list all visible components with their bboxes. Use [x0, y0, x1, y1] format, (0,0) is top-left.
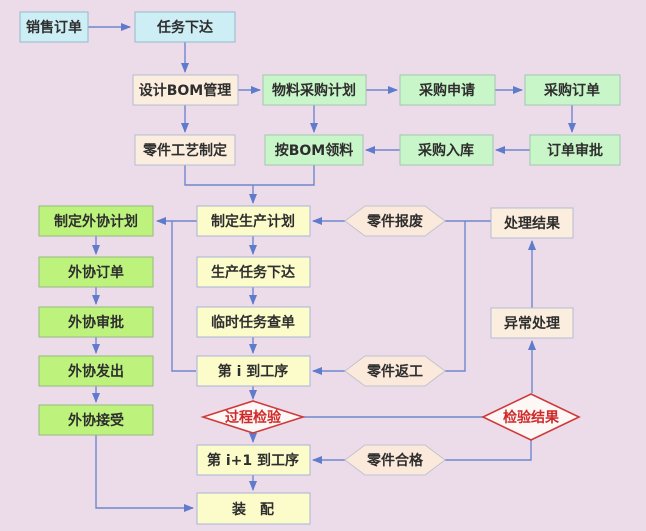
node-outsourcing-dispatch: 外协发出 [38, 355, 154, 387]
node-label: 检验结果 [503, 409, 560, 426]
node-part-rework: 零件返工 [344, 355, 446, 387]
edge-accept-to-assembly [95, 435, 194, 512]
node-label: 任务下达 [156, 19, 213, 36]
edge-result-to-qualified [445, 440, 532, 461]
node-outsourcing-approval: 外协审批 [38, 306, 154, 338]
node-purchase-inbound: 采购入库 [399, 134, 494, 166]
node-label: 过程检验 [225, 409, 282, 426]
node-label: 外协发出 [68, 363, 124, 380]
node-part-process-plan: 零件工艺制定 [134, 134, 236, 166]
node-label: 生产任务下达 [211, 264, 295, 281]
node-material-purchase-plan: 物料采购计划 [262, 74, 367, 106]
edge-merge-bar [184, 165, 315, 186]
connectors [88, 23, 576, 512]
node-task-release: 任务下达 [134, 11, 236, 43]
node-part-qualified: 零件合格 [344, 444, 446, 476]
node-label: 临时任务查单 [211, 314, 295, 331]
node-order-approval: 订单审批 [529, 134, 621, 166]
node-label: 零件工艺制定 [142, 142, 227, 159]
node-label: 处理结果 [503, 215, 561, 232]
node-label: 采购申请 [418, 82, 475, 99]
node-label: 异常处理 [504, 315, 560, 332]
node-label: 装 配 [231, 501, 274, 518]
node-process-i-plus-1: 第 i+1 到工序 [196, 444, 311, 476]
node-label: 第 i+1 到工序 [207, 452, 299, 469]
node-outsourcing-accept: 外协接受 [38, 404, 154, 436]
node-label: 订单审批 [547, 142, 603, 159]
node-production-task-release: 生产任务下达 [196, 256, 311, 288]
node-temp-task-query: 临时任务查单 [196, 306, 311, 338]
node-label: 采购订单 [543, 82, 600, 99]
node-handle-result: 处理结果 [490, 207, 574, 239]
node-label: 外协审批 [68, 314, 124, 331]
node-label: 零件合格 [366, 452, 424, 469]
node-outsourcing-order: 外协订单 [38, 256, 154, 288]
node-exception-handling: 异常处理 [490, 307, 574, 339]
nodes: 销售订单 任务下达 设计BOM管理 物料采购计划 采购申请 采购订单 零件工艺制… [19, 11, 621, 525]
node-label: 物料采购计划 [272, 82, 356, 99]
node-outsourcing-plan: 制定外协计划 [38, 205, 154, 237]
node-label: 第 i 到工序 [218, 363, 289, 380]
node-design-bom: 设计BOM管理 [132, 74, 239, 106]
node-production-plan: 制定生产计划 [196, 205, 311, 237]
node-inspection-result: 检验结果 [481, 393, 581, 441]
node-process-inspection: 过程检验 [200, 400, 306, 434]
node-label: 采购入库 [417, 142, 474, 159]
node-pick-by-bom: 按BOM领料 [264, 134, 364, 166]
node-label: 制定外协计划 [54, 213, 138, 230]
node-sales-order: 销售订单 [19, 11, 89, 43]
node-purchase-request: 采购申请 [399, 74, 496, 106]
node-label: 外协接受 [68, 412, 124, 429]
node-assembly: 装 配 [196, 492, 311, 525]
node-label: 设计BOM管理 [139, 82, 232, 99]
node-label: 制定生产计划 [211, 213, 295, 230]
node-label: 外协订单 [68, 264, 124, 281]
node-label: 零件报废 [366, 213, 423, 230]
node-process-i: 第 i 到工序 [196, 355, 311, 387]
edge-handleresult-to-rework [445, 221, 466, 372]
edge-processi-branch [171, 221, 196, 372]
node-label: 按BOM领料 [275, 142, 354, 159]
node-part-scrap: 零件报废 [344, 205, 446, 237]
node-purchase-order: 采购订单 [524, 74, 621, 106]
node-label: 零件返工 [366, 363, 423, 380]
node-label: 销售订单 [26, 19, 82, 36]
